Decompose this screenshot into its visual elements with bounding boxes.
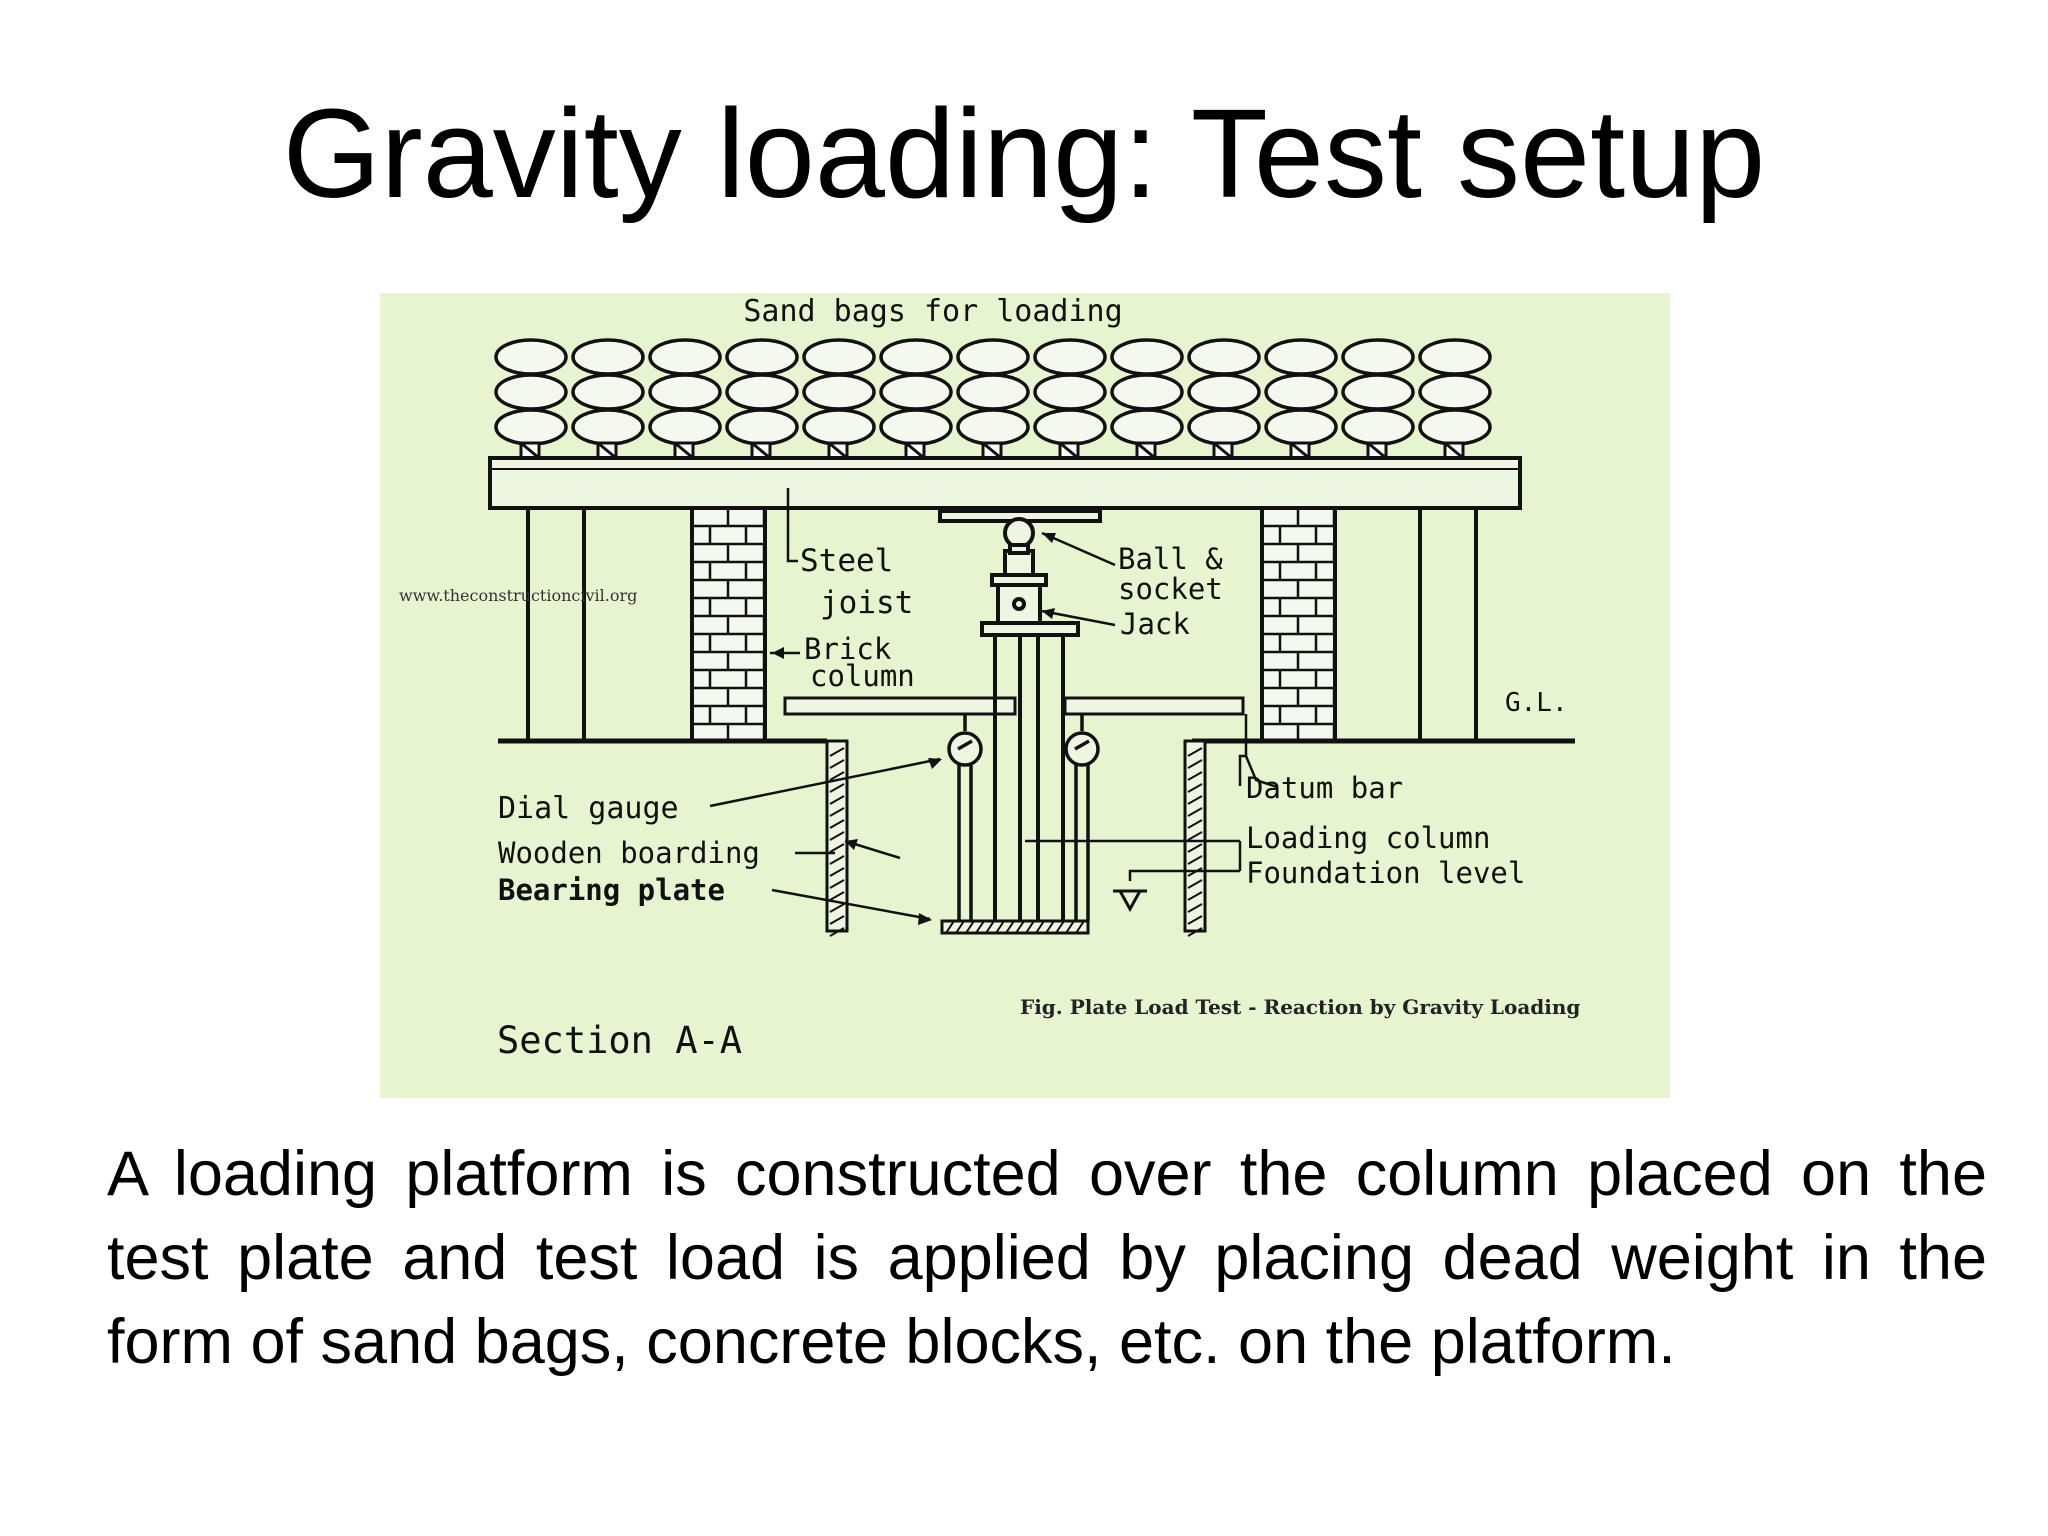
sand-bag xyxy=(802,373,876,411)
ball-socket xyxy=(938,509,1102,555)
sand-bag xyxy=(802,408,876,446)
sand-bag xyxy=(1187,408,1261,446)
sand-bag xyxy=(1033,408,1107,446)
sand-bag xyxy=(1110,373,1184,411)
sand-bag xyxy=(725,338,799,376)
diagram-svg: Sand bags for loading Steel joist Ball &… xyxy=(380,293,1670,1098)
sand-bag xyxy=(1033,373,1107,411)
label-dial-gauge: Dial gauge xyxy=(498,791,679,826)
label-joist: joist xyxy=(820,585,913,621)
sand-bag xyxy=(494,408,568,446)
label-foundation-level: Foundation level xyxy=(1246,856,1525,890)
datum-bar xyxy=(783,696,1245,716)
sand-bag xyxy=(1187,338,1261,376)
sand-bag xyxy=(648,338,722,376)
side-posts xyxy=(526,508,1478,741)
sand-bag xyxy=(1264,338,1338,376)
sand-bag xyxy=(1264,408,1338,446)
sand-bag xyxy=(494,373,568,411)
arrow-heads xyxy=(772,533,1056,925)
label-ground-level: G.L. xyxy=(1505,688,1568,718)
figure-caption: Fig. Plate Load Test - Reaction by Gravi… xyxy=(1020,995,1580,1019)
joist-blocks xyxy=(519,441,1465,460)
sand-bag xyxy=(956,338,1030,376)
label-sand-bags: Sand bags for loading xyxy=(743,294,1122,329)
label-bearing-plate: Bearing plate xyxy=(498,873,725,907)
sand-bag xyxy=(494,338,568,376)
label-section: Section A-A xyxy=(497,1019,742,1062)
sand-bag xyxy=(879,373,953,411)
sand-bags xyxy=(494,338,1492,446)
label-steel-joist: Steel xyxy=(800,543,893,579)
sand-bag xyxy=(879,408,953,446)
sand-bag xyxy=(1110,338,1184,376)
label-jack: Jack xyxy=(1120,607,1190,641)
sand-bag xyxy=(1187,373,1261,411)
label-datum-bar: Datum bar xyxy=(1246,771,1403,805)
sand-bag xyxy=(956,373,1030,411)
leader-lines xyxy=(709,488,1278,921)
dial-gauges xyxy=(947,714,1100,921)
plate-load-test-figure: Sand bags for loading Steel joist Ball &… xyxy=(380,293,1670,1098)
sand-bag xyxy=(1110,408,1184,446)
sand-bag xyxy=(648,408,722,446)
label-wooden-boarding: Wooden boarding xyxy=(498,836,760,870)
sand-bag xyxy=(571,373,645,411)
sand-bag xyxy=(1341,373,1415,411)
label-brick: Brick xyxy=(804,632,892,666)
foundation-level-marker xyxy=(1113,889,1147,913)
sand-bag xyxy=(879,338,953,376)
steel-joist-platform xyxy=(488,456,1522,510)
label-ball-socket: Ball & xyxy=(1118,542,1223,576)
sand-bag xyxy=(956,408,1030,446)
sand-bag xyxy=(725,373,799,411)
watermark: www.theconstructioncivil.org xyxy=(399,586,637,605)
sand-bag xyxy=(1418,408,1492,446)
slide-title: Gravity loading: Test setup xyxy=(282,83,1766,224)
sand-bag xyxy=(571,338,645,376)
sand-bag xyxy=(648,373,722,411)
sand-bag xyxy=(1341,338,1415,376)
sand-bag xyxy=(1418,373,1492,411)
sand-bag xyxy=(802,338,876,376)
label-socket: socket xyxy=(1118,572,1223,606)
label-column: column xyxy=(810,659,915,693)
sand-bag xyxy=(1341,408,1415,446)
jack xyxy=(990,549,1048,625)
slide-body-text: A loading platform is constructed over t… xyxy=(107,1139,1987,1377)
sand-bag xyxy=(1033,338,1107,376)
sand-bag xyxy=(725,408,799,446)
sand-bag xyxy=(1418,338,1492,376)
sand-bag xyxy=(1264,373,1338,411)
sand-bag xyxy=(571,408,645,446)
label-loading-column: Loading column xyxy=(1246,821,1490,855)
